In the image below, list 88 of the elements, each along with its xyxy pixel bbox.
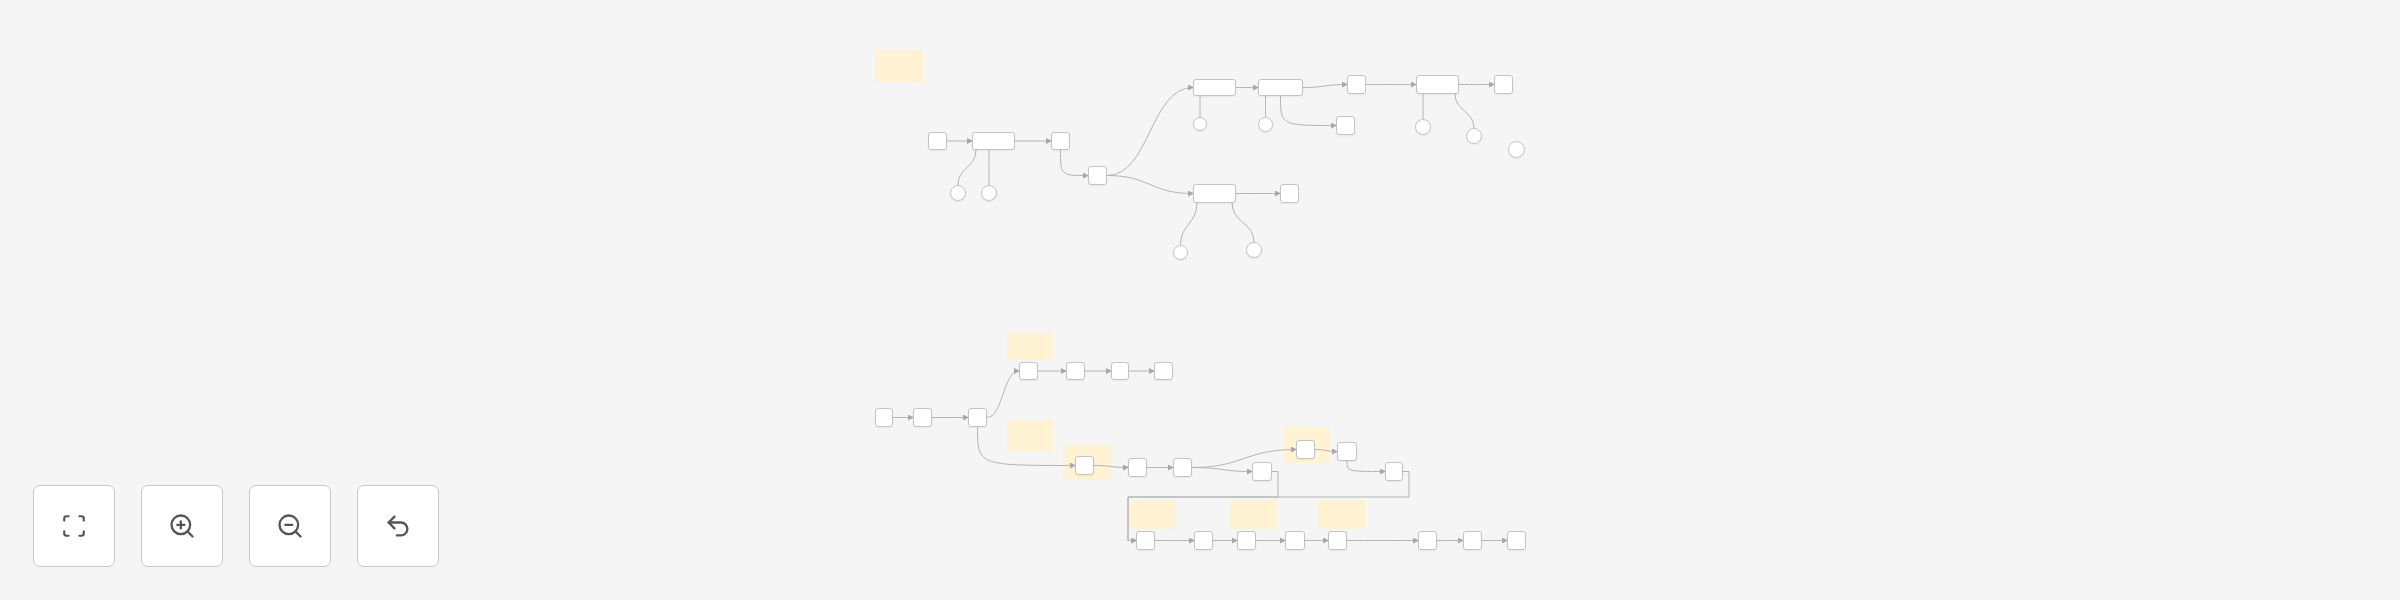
sticky-note	[1063, 445, 1112, 480]
workflow-node	[1128, 458, 1147, 477]
workflow-node	[1328, 531, 1347, 550]
arrow	[931, 414, 969, 421]
workflow-node	[1252, 462, 1272, 481]
arrow	[1212, 537, 1238, 544]
arrow	[1146, 464, 1174, 471]
sub-node-circle	[1415, 119, 1431, 135]
sub-node-circle	[981, 185, 997, 201]
workflow-node	[1296, 440, 1315, 459]
arrow	[1346, 460, 1386, 475]
workflow-node	[1194, 531, 1213, 550]
sticky-note	[1007, 420, 1053, 451]
workflow-node	[913, 408, 932, 427]
sub-node-circle	[1466, 128, 1482, 144]
workflow-node	[1507, 531, 1526, 550]
arrow	[1106, 175, 1194, 197]
workflow-node	[1173, 458, 1192, 477]
workflow-node	[1237, 531, 1256, 550]
arrow	[1060, 149, 1089, 179]
workflow-node	[1336, 116, 1355, 135]
workflow-node	[1193, 79, 1236, 96]
workflow-node	[1111, 362, 1129, 380]
arrow	[1304, 537, 1329, 544]
arrow	[977, 426, 1076, 469]
workflow-node	[1337, 442, 1357, 461]
workflow-node	[968, 408, 987, 427]
sub-node-circle	[1193, 117, 1207, 131]
sub-node-circle	[1508, 141, 1525, 158]
workflow-node	[1463, 531, 1482, 550]
sticky-note	[1283, 427, 1330, 463]
arrow	[1458, 81, 1495, 88]
sticky-note	[1229, 500, 1277, 529]
workflow-node	[1075, 456, 1094, 475]
arrow	[1235, 190, 1281, 197]
workflow-node	[1385, 462, 1403, 481]
workflow-node	[1193, 184, 1236, 203]
sub-node-circle	[1173, 245, 1188, 260]
workflow-node	[1051, 132, 1070, 150]
sub-node-circle	[950, 185, 966, 201]
workflow-node	[1280, 184, 1299, 203]
connector-line	[1422, 93, 1424, 120]
arrow	[1481, 537, 1508, 544]
workflow-node	[1136, 531, 1155, 550]
workflow-node	[1416, 75, 1459, 94]
sticky-note	[1318, 500, 1365, 529]
workflow-node	[1347, 75, 1366, 94]
arrow	[1154, 537, 1195, 544]
connector-line	[1180, 202, 1198, 246]
connector-line	[988, 149, 990, 186]
arrow	[1084, 368, 1112, 374]
workflow-node	[1258, 79, 1303, 96]
connector-line	[1231, 202, 1255, 243]
arrow	[1014, 138, 1052, 144]
workflow-node	[1285, 531, 1305, 550]
arrow	[1093, 464, 1129, 471]
arrow	[1302, 81, 1348, 88]
workflow-node	[1154, 362, 1173, 380]
arrow	[892, 414, 914, 421]
workflow-node	[1494, 75, 1513, 94]
sub-node-circle	[1246, 242, 1262, 258]
sticky-note	[1007, 333, 1053, 360]
workflow-node	[1019, 362, 1038, 380]
workflow-node	[875, 408, 893, 427]
workflow-node	[928, 132, 947, 150]
connector-line	[1265, 95, 1266, 118]
sticky-note	[1130, 500, 1176, 529]
arrow	[946, 138, 973, 144]
connector-line	[1199, 95, 1201, 118]
arrow	[1235, 84, 1259, 91]
arrow	[1128, 368, 1155, 374]
arrow	[1314, 448, 1338, 455]
arrow	[1255, 537, 1286, 544]
sticky-note	[875, 50, 923, 82]
workflow-node	[1418, 531, 1437, 550]
arrow	[1365, 81, 1417, 88]
arrow	[1127, 471, 1410, 544]
sub-node-circle	[1258, 117, 1273, 132]
arrow	[1346, 537, 1419, 544]
arrow	[1037, 368, 1067, 374]
workflow-node	[1088, 166, 1107, 185]
arrow	[1280, 95, 1337, 129]
workflow-node	[1066, 362, 1085, 380]
connector-line	[1454, 93, 1475, 129]
arrow	[1436, 537, 1464, 544]
connector-line	[957, 149, 977, 186]
workflow-node	[972, 132, 1015, 150]
arrow	[986, 369, 1020, 418]
